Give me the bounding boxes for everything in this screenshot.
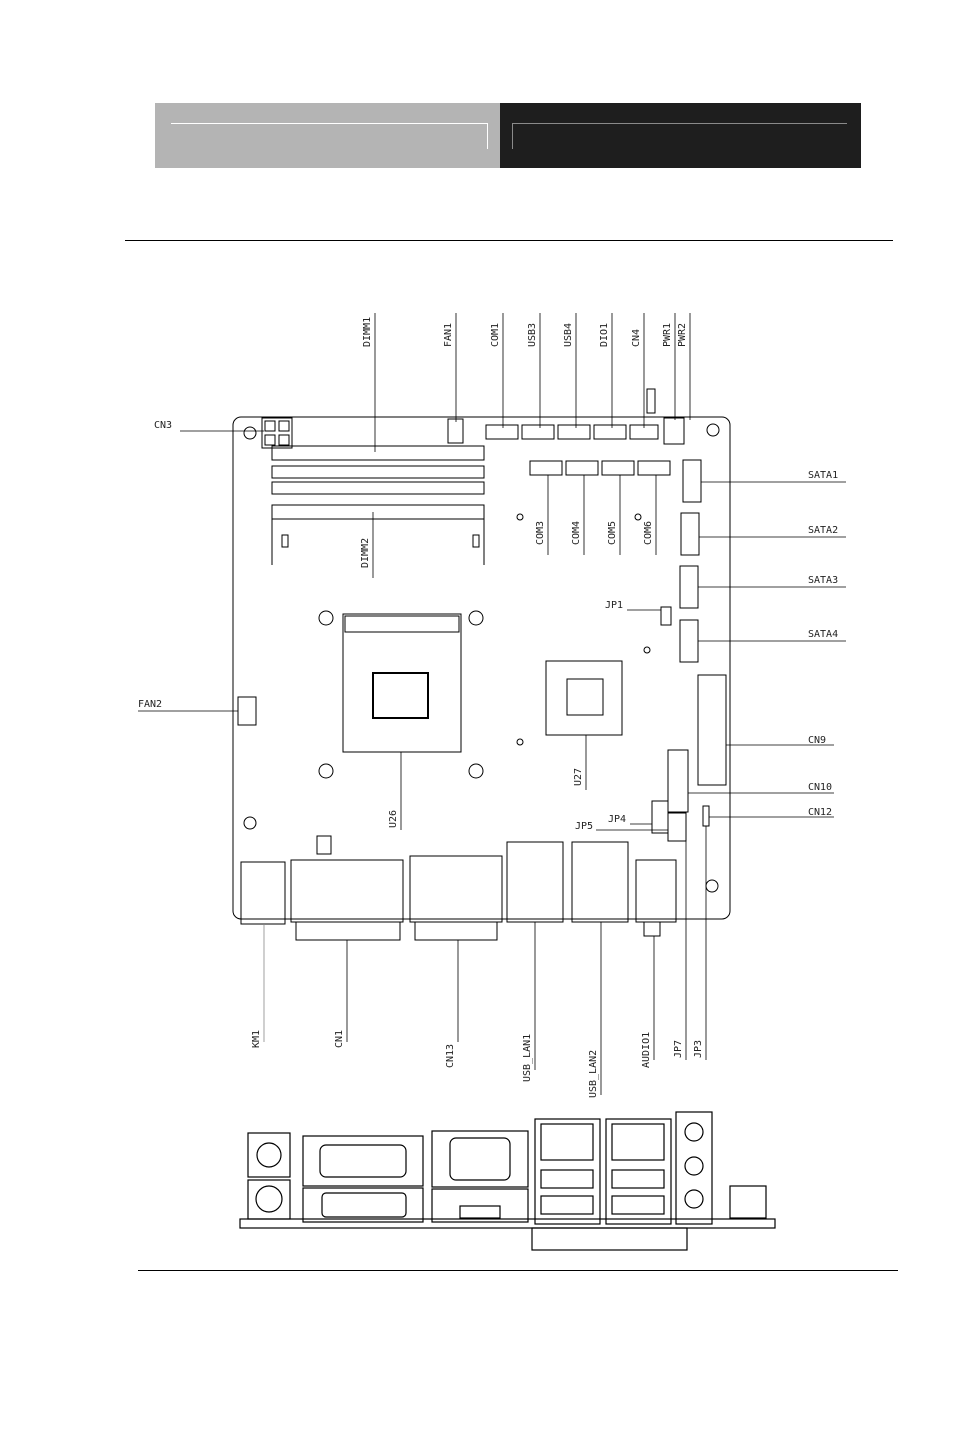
- sata1-connector: [682, 459, 702, 503]
- under-board-slot: [531, 1227, 688, 1251]
- com5-header: [601, 460, 635, 476]
- lan2-usb-stack: [605, 1118, 672, 1225]
- label-dimm2: DIMM2: [360, 538, 371, 568]
- label-jp5: JP5: [575, 821, 593, 832]
- label-pwr1: PWR1: [662, 323, 673, 347]
- label-dimm1: DIMM1: [362, 317, 373, 347]
- label-cn1: CN1: [334, 1030, 345, 1048]
- label-u26: U26: [388, 810, 399, 828]
- bottom-rule: [138, 1270, 898, 1271]
- header-right-tick: [512, 123, 513, 149]
- pwr2-header: [663, 417, 685, 445]
- ps2-bottom-port: [247, 1179, 291, 1220]
- label-jp3: JP3: [693, 1040, 704, 1058]
- label-com5: COM5: [607, 521, 618, 545]
- label-sata4: SATA4: [808, 629, 838, 640]
- label-usb3: USB3: [527, 323, 538, 347]
- label-fan1: FAN1: [443, 323, 454, 347]
- usb-lan2-connector: [571, 841, 629, 923]
- pwr1-jack: [646, 388, 656, 414]
- cpu-socket-u26: [342, 613, 462, 753]
- jp1-jumper: [660, 606, 672, 626]
- label-sata3: SATA3: [808, 575, 838, 586]
- usb3-header: [521, 424, 555, 440]
- header-left-tick: [487, 123, 488, 149]
- header-band-left: [155, 103, 500, 168]
- label-usb-lan2: USB_LAN2: [588, 1050, 599, 1098]
- label-jp1: JP1: [605, 600, 623, 611]
- side-connector: [729, 1185, 767, 1219]
- label-com6: COM6: [643, 521, 654, 545]
- label-cn4: CN4: [631, 329, 642, 347]
- cn9-connector: [697, 674, 727, 786]
- sata2-connector: [680, 512, 700, 556]
- label-com4: COM4: [571, 521, 582, 545]
- label-dio1: DIO1: [599, 323, 610, 347]
- dimm2-slot: [271, 504, 485, 520]
- label-usb4: USB4: [563, 323, 574, 347]
- ps2-top-port: [247, 1132, 291, 1178]
- com1-header: [485, 424, 519, 440]
- cn3-connector: [261, 417, 293, 449]
- com4-header: [565, 460, 599, 476]
- header-band-right: [500, 103, 861, 168]
- label-u27: U27: [573, 768, 584, 786]
- label-cn13: CN13: [445, 1044, 456, 1068]
- dvi-port: [302, 1187, 424, 1223]
- label-cn12: CN12: [808, 807, 832, 818]
- pcb-edge: [239, 1218, 776, 1229]
- label-com3: COM3: [535, 521, 546, 545]
- label-sata1: SATA1: [808, 470, 838, 481]
- board-outline: [232, 416, 731, 920]
- fan1-header: [447, 418, 464, 444]
- top-rule: [125, 240, 893, 241]
- label-cn3: CN3: [154, 420, 172, 431]
- usb4-header: [557, 424, 591, 440]
- label-audio1: AUDIO1: [641, 1032, 652, 1068]
- label-com1: COM1: [490, 323, 501, 347]
- label-cn9: CN9: [808, 735, 826, 746]
- km1-connector: [240, 861, 286, 925]
- label-pwr2: PWR2: [677, 323, 688, 347]
- com3-header: [529, 460, 563, 476]
- hdmi-port: [431, 1188, 529, 1223]
- chipset-u27: [545, 660, 623, 736]
- cn10-connector: [667, 749, 689, 813]
- mount-hole: [243, 426, 257, 440]
- jp5-jumper: [667, 812, 687, 842]
- label-usb-lan1: USB_LAN1: [522, 1034, 533, 1082]
- label-sata2: SATA2: [808, 525, 838, 536]
- vga-port: [431, 1130, 529, 1188]
- mount-hole: [706, 423, 720, 437]
- label-jp4: JP4: [608, 814, 626, 825]
- header-right-line: [512, 123, 847, 124]
- com6-header: [637, 460, 671, 476]
- label-jp7: JP7: [673, 1040, 684, 1058]
- label-km1: KM1: [251, 1030, 262, 1048]
- serial-port: [302, 1135, 424, 1187]
- dimm1-slot: [271, 445, 485, 461]
- dio1-header: [593, 424, 627, 440]
- audio-jack-stack: [675, 1111, 713, 1225]
- label-cn10: CN10: [808, 782, 832, 793]
- mount-hole: [243, 816, 257, 830]
- header-left-line: [171, 123, 488, 124]
- lan1-usb-stack: [534, 1118, 601, 1225]
- label-fan2: FAN2: [138, 699, 162, 710]
